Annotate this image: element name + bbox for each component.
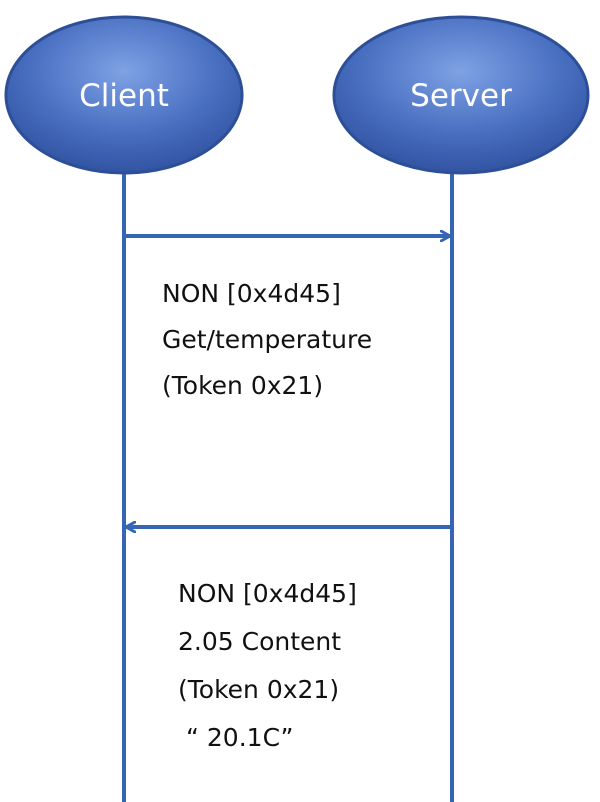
- request-message: NON [0x4d45] Get/temperature (Token 0x21…: [162, 279, 372, 400]
- response-line-4: “ 20.1C”: [186, 723, 293, 752]
- server-node: Server: [332, 15, 590, 175]
- response-line-1: NON [0x4d45]: [178, 579, 357, 608]
- request-line-1: NON [0x4d45]: [162, 279, 341, 308]
- request-line-3: (Token 0x21): [162, 371, 323, 400]
- response-line-2: 2.05 Content: [178, 627, 341, 656]
- request-line-2: Get/temperature: [162, 325, 372, 354]
- client-node: Client: [4, 15, 244, 175]
- response-message: NON [0x4d45] 2.05 Content (Token 0x21) “…: [178, 579, 357, 752]
- response-line-3: (Token 0x21): [178, 675, 339, 704]
- client-node-label: Client: [79, 78, 169, 114]
- server-node-label: Server: [410, 78, 512, 114]
